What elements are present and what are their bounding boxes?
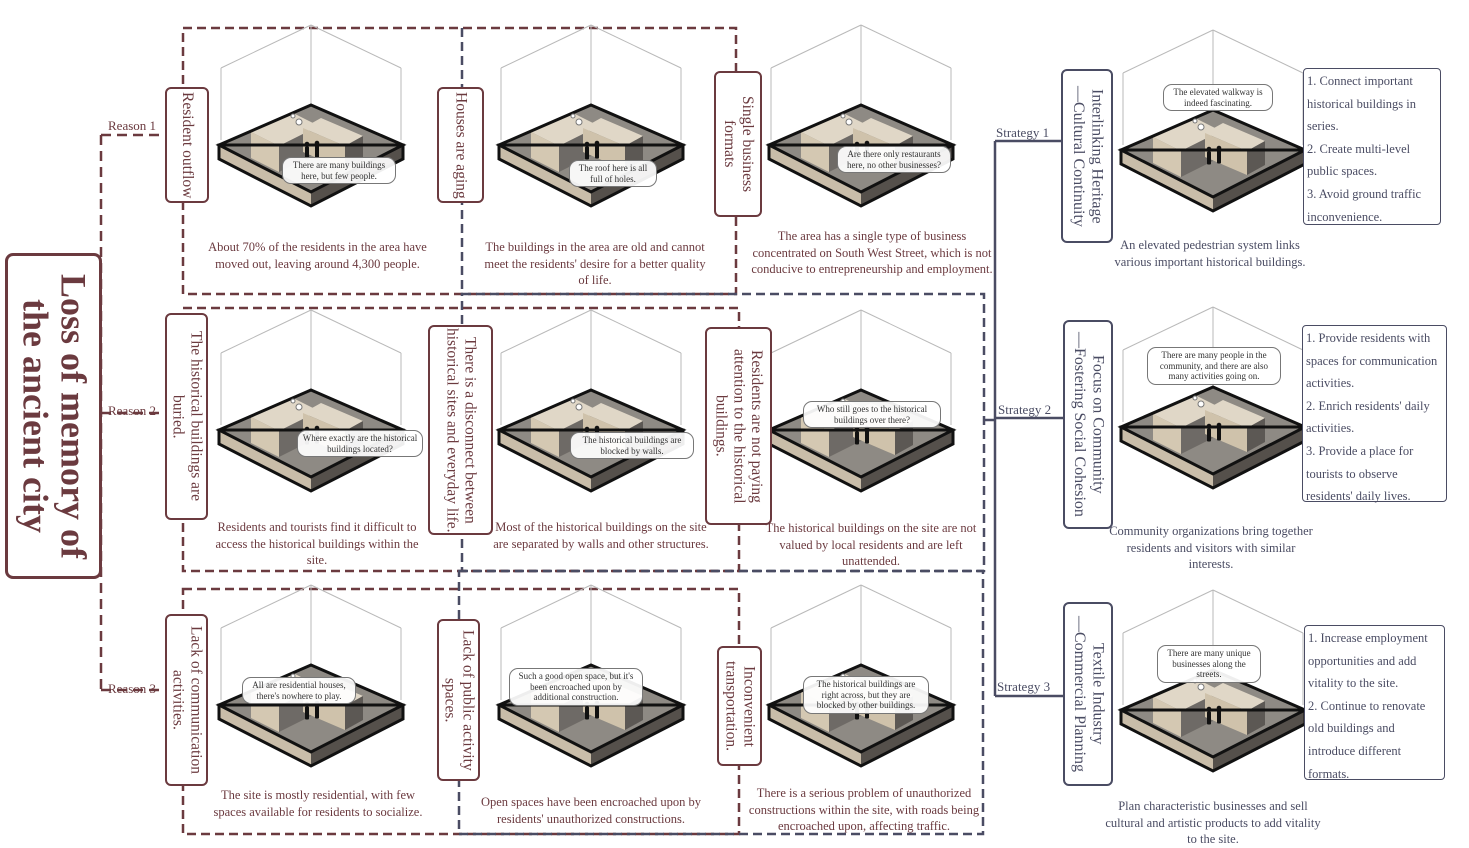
problem-2-caption: The buildings in the area are old and ca… (484, 240, 706, 287)
problem-5-speech-bubble: The historical buildings are blocked by … (570, 432, 694, 459)
strategy-1-measures: 1. Connect important historical buildings… (1303, 68, 1441, 225)
strategy-2-title-box: Focus on Community —Fostering Social Coh… (1063, 320, 1113, 529)
strategy-2-caption: Community organizations bring together r… (1109, 524, 1313, 571)
problem-7-label: Lack of communication activities. (169, 625, 205, 775)
strategy-3-measure-line: introduce different (1308, 743, 1402, 758)
problem-5-label: There is a disconnect between historical… (443, 327, 479, 533)
strategy-label-3: Strategy 3 (997, 679, 1051, 694)
problem-7-label-box: Lack of communication activities. (165, 614, 208, 786)
main-title: Loss of memory of the ancient city (15, 273, 94, 559)
strategy-1-scene (1119, 28, 1307, 213)
strategy-1-measure-line: 3. Avoid ground traffic (1307, 186, 1422, 201)
problem-4-caption: Residents and tourists find it difficult… (215, 520, 419, 567)
problem-5-scene (497, 308, 685, 493)
strategy-2-measure-line: tourists to observe (1306, 466, 1398, 481)
strategy-label-1: Strategy 1 (996, 125, 1050, 140)
problem-3-label-box: Single business formats (714, 71, 762, 217)
strategy-1-measure-line: inconvenience. (1307, 209, 1383, 224)
problem-3-label: Single business formats (721, 95, 756, 193)
strategy-1-measure-line: series. (1307, 119, 1339, 134)
problem-3-speech-bubble: Are there only restaurants here, no othe… (837, 146, 951, 173)
problem-4-speech-bubble: Where exactly are the historical buildin… (297, 430, 423, 457)
problem-4-label-box: The historical buildings are buried. (165, 313, 208, 520)
problem-1-label: Resident outflow (178, 91, 196, 199)
problem-4-scene (217, 308, 405, 493)
problem-7-caption: The site is mostly residential, with few… (213, 788, 423, 819)
strategy-1-speech-bubble: The elevated walkway is indeed fascinati… (1163, 84, 1273, 111)
strategy-3-measures: 1. Increase employment opportunities and … (1304, 625, 1445, 781)
problem-2-label-box: Houses are aging (437, 87, 484, 203)
problem-6-speech-bubble: Who still goes to the historical buildin… (803, 401, 941, 428)
problem-9-speech-bubble: The historical buildings are right acros… (803, 676, 929, 714)
strategy-label-2: Strategy 2 (998, 402, 1052, 417)
strategy-1-caption: An elevated pedestrian system links vari… (1114, 238, 1306, 269)
strategy-3-measure-line: formats. (1308, 766, 1350, 781)
strategy-2-measure-line: activities. (1306, 421, 1355, 436)
strategy-2-measure-line: 1. Provide residents with (1306, 331, 1431, 345)
strategy-2-measures: 1. Provide residents with spaces for comm… (1302, 325, 1447, 503)
problem-6-caption: The historical buildings on the site are… (765, 521, 977, 568)
strategy-3-caption: Plan characteristic businesses and sell … (1105, 799, 1321, 846)
strategy-2-measure-line: 3. Provide a place for (1306, 443, 1414, 458)
problem-6-label: Residents are not paying attention to th… (712, 348, 766, 504)
strategy-1-measure-line: historical buildings in (1307, 96, 1417, 111)
problem-3-scene (767, 23, 955, 208)
problem-8-label: Lack of public activity spaces. (441, 629, 477, 771)
reason-label-2: Reason 2 (108, 403, 157, 418)
strategy-2-measure-line: activities. (1306, 376, 1355, 391)
strategy-3-measure-line: 2. Continue to renovate (1308, 698, 1426, 713)
main-title-box: Loss of memory of the ancient city (5, 253, 102, 579)
problem-5-label-box: There is a disconnect between historical… (428, 325, 493, 535)
problem-9-label: Inconvenient transportation. (722, 661, 758, 751)
problem-5-caption: Most of the historical buildings on the … (493, 520, 709, 551)
strategy-3-measure-line: vitality to the site. (1308, 676, 1399, 691)
strategy-3-measure-line: old buildings and (1308, 721, 1395, 736)
problem-1-label-box: Resident outflow (165, 87, 209, 203)
strategy-3-title: Textile Industry —Commercial Planning (1071, 616, 1107, 772)
strategy-2-measure-line: spaces for communication (1306, 353, 1438, 368)
problem-6-label-box: Residents are not paying attention to th… (705, 327, 772, 525)
problem-9-caption: There is a serious problem of unauthoriz… (748, 786, 980, 833)
problem-4-label: The historical buildings are buried. (169, 331, 205, 502)
problem-8-speech-bubble: Such a good open space, but it's been en… (509, 668, 643, 706)
problem-1-speech-bubble: There are many buildings here, but few p… (282, 157, 396, 184)
reason-label-3: Reason 3 (108, 681, 157, 696)
reason-label-1: Reason 1 (108, 118, 157, 133)
strategy-2-scene (1119, 305, 1307, 490)
strategy-3-measure-line: 1. Increase employment (1308, 631, 1428, 645)
strategy-2-measure-line: 2. Enrich residents' daily (1306, 398, 1430, 413)
problem-8-caption: Open spaces have been encroached upon by… (480, 795, 702, 826)
strategy-1-title-box: Interlinking Heritage —Cultural Continui… (1061, 69, 1113, 243)
problem-7-speech-bubble: All are residential houses, there's nowh… (242, 677, 356, 704)
problem-9-label-box: Inconvenient transportation. (717, 646, 762, 766)
strategy-2-measure-line: residents' daily lives. (1306, 489, 1411, 504)
problem-7-scene (217, 583, 405, 768)
problem-2-speech-bubble: The roof here is all full of holes. (569, 160, 657, 187)
strategy-3-title-box: Textile Industry —Commercial Planning (1063, 602, 1113, 786)
problem-8-label-box: Lack of public activity spaces. (437, 619, 480, 781)
strategy-1-measure-line: 2. Create multi-level (1307, 141, 1411, 156)
problem-1-caption: About 70% of the residents in the area h… (208, 240, 427, 271)
strategy-2-speech-bubble: There are many people in the community, … (1147, 347, 1281, 385)
problem-2-label: Houses are aging (452, 91, 470, 199)
strategy-1-measure-line: 1. Connect important (1307, 74, 1413, 88)
strategy-1-title: Interlinking Heritage —Cultural Continui… (1070, 85, 1106, 227)
strategy-3-measure-line: opportunities and add (1308, 653, 1417, 668)
strategy-2-title: Focus on Community —Fostering Social Coh… (1071, 332, 1107, 517)
strategy-1-measure-line: public spaces. (1307, 164, 1378, 179)
problem-3-caption: The area has a single type of business c… (751, 229, 993, 276)
strategy-3-speech-bubble: There are many unique businesses along t… (1157, 645, 1261, 683)
